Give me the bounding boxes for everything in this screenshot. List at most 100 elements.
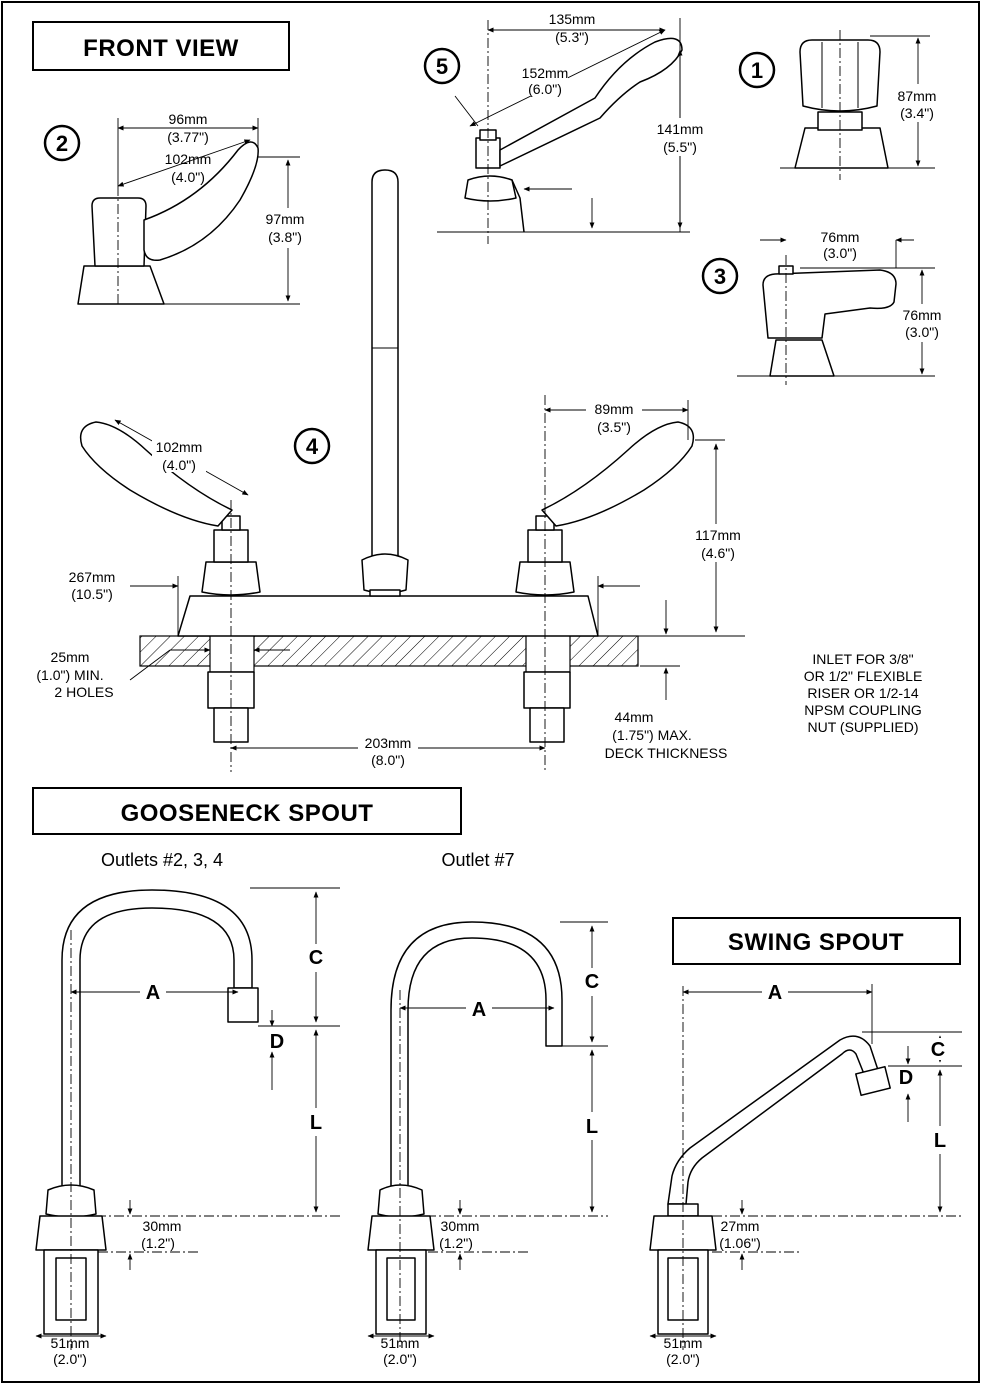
gooseneck-b-width-mm: 51mm — [381, 1335, 420, 1351]
gooseneck-a-outlet — [227, 987, 259, 1023]
inlet-note-line-5: NUT (SUPPLIED) — [808, 719, 919, 735]
inlet-note-line-4: NPSM COUPLING — [804, 702, 921, 718]
swing-spout-dim-a: A — [768, 982, 782, 1004]
deck-thickness-mm: 44mm — [615, 709, 654, 725]
handle-5-reach-mm: 152mm — [522, 65, 569, 81]
handle-2-height-mm: 97mm — [266, 211, 305, 227]
gooseneck-a-tube — [61, 889, 253, 1187]
faucet-handle-width-mm: 89mm — [595, 401, 634, 417]
handle-5-height-in: (5.5") — [663, 139, 697, 155]
inlet-note-line-3: RISER OR 1/2-14 — [807, 685, 918, 701]
swing-spout-dim-l: L — [934, 1130, 946, 1152]
handle-2-number-badge — [43, 124, 81, 162]
handle-3-width-mm: 76mm — [821, 229, 860, 245]
handle-4-reach-mm: 102mm — [156, 439, 203, 455]
handle-centers-mm: 203mm — [365, 735, 412, 751]
handle-5-reach-in: (6.0") — [528, 81, 562, 97]
gooseneck-a-width-in: (2.0") — [53, 1351, 87, 1367]
handle-2-cap — [91, 197, 147, 267]
gooseneck-b-dim-l: L — [586, 1116, 598, 1138]
gooseneck-a-caption: Outlets #2, 3, 4 — [101, 850, 223, 870]
gooseneck-outlets-2-3-4: Outlets #2, 3, 4 A C L D 30mm (1.2") 51m… — [35, 850, 340, 1367]
handle-4-number: 4 — [306, 434, 319, 459]
gooseneck-b-base — [367, 1215, 435, 1251]
swing-spout-title-box: SWING SPOUT — [672, 917, 961, 965]
deck-thickness-note: DECK THICKNESS — [605, 745, 728, 761]
swing-spout-drawing: A C L D 27mm (1.06") 51mm (2.0") — [649, 980, 962, 1367]
gooseneck-a-dim-c: C — [309, 947, 323, 969]
right-shank — [523, 671, 571, 709]
faucet-spout — [371, 169, 399, 561]
handle-1-height-mm: 87mm — [898, 88, 937, 104]
handle-2-width-mm: 96mm — [169, 111, 208, 127]
gooseneck-b-base-in: (1.2") — [439, 1235, 473, 1251]
handle-3-base — [769, 339, 835, 377]
gooseneck-b-dim-c: C — [585, 971, 599, 993]
handle-3-detail: 3 76mm (3.0") 76mm (3.0") — [701, 229, 949, 385]
gooseneck-b-caption: Outlet #7 — [441, 850, 514, 870]
gooseneck-spout-title: GOOSENECK SPOUT — [121, 800, 374, 827]
handle-1-number-badge — [738, 51, 776, 89]
handle-1-height-in: (3.4") — [900, 105, 934, 121]
handle-3-height-mm: 76mm — [903, 307, 942, 323]
handle-3-number-badge — [701, 257, 739, 295]
spout-nut — [361, 553, 409, 594]
swing-spout-width-mm: 51mm — [664, 1335, 703, 1351]
gooseneck-b-base-mm: 30mm — [441, 1218, 480, 1234]
swing-spout-base-mm: 27mm — [721, 1218, 760, 1234]
handle-2-width-in: (3.77") — [167, 129, 209, 145]
gooseneck-b-width-in: (2.0") — [383, 1351, 417, 1367]
deck-thickness-in: (1.75") MAX. — [612, 727, 692, 743]
hole-count: 2 HOLES — [54, 684, 113, 700]
front-view-title: FRONT VIEW — [83, 35, 239, 62]
handle-3-height-in: (3.0") — [905, 324, 939, 340]
handle-4-number-badge — [293, 427, 331, 465]
handle-5-width-mm: 135mm — [549, 11, 596, 27]
swing-spout-tube — [667, 1035, 879, 1205]
gooseneck-b-dim-a: A — [472, 999, 486, 1021]
faucet-handle-width-in: (3.5") — [597, 419, 631, 435]
handle-2-detail: 2 96mm (3.77") 102mm (4.0") 97mm (3.8") — [43, 111, 312, 305]
faucet-front-view: 4 102mm (4.0") — [36, 169, 748, 772]
inlet-note-line-2: OR 1/2" FLEXIBLE — [804, 668, 923, 684]
gooseneck-spout-title-box: GOOSENECK SPOUT — [32, 787, 462, 835]
faucet-body — [177, 595, 599, 637]
gooseneck-a-dim-a: A — [146, 982, 160, 1004]
gooseneck-b-nut — [377, 1184, 425, 1218]
handle-2-reach-in: (4.0") — [171, 169, 205, 185]
handle-3-lever — [762, 269, 897, 339]
swing-spout-outlet — [855, 1065, 891, 1097]
gooseneck-a-dim-l: L — [310, 1112, 322, 1134]
faucet-handle-height-in: (4.6") — [701, 545, 735, 561]
handle-2-base — [77, 265, 165, 305]
faucet-body-width-in: (10.5") — [71, 586, 113, 602]
hole-size-in: (1.0") MIN. — [36, 667, 103, 683]
handle-2-height-in: (3.8") — [268, 229, 302, 245]
swing-spout-dim-d: D — [899, 1067, 913, 1089]
inlet-note: INLET FOR 3/8" OR 1/2" FLEXIBLE RISER OR… — [804, 651, 923, 735]
gooseneck-b-tube — [390, 921, 563, 1187]
gooseneck-a-base-mm: 30mm — [143, 1218, 182, 1234]
handle-2-reach-mm: 102mm — [165, 151, 212, 167]
swing-spout-title: SWING SPOUT — [728, 929, 904, 956]
handle-1-base — [794, 127, 889, 169]
swing-spout-base-in: (1.06") — [719, 1235, 761, 1251]
handle-5-height-mm: 141mm — [657, 121, 704, 137]
handle-3-number: 3 — [714, 264, 726, 289]
right-handle-lever — [541, 421, 695, 527]
gooseneck-a-base-in: (1.2") — [141, 1235, 175, 1251]
faucet-handle-height-mm: 117mm — [695, 527, 741, 543]
gooseneck-a-dim-d: D — [270, 1031, 284, 1053]
inlet-note-line-1: INLET FOR 3/8" — [812, 651, 913, 667]
swing-spout-width-in: (2.0") — [666, 1351, 700, 1367]
handle-centers-in: (8.0") — [371, 752, 405, 768]
gooseneck-outlet-7: Outlet #7 A C L 30mm (1.2") 51mm (2.0") — [367, 850, 608, 1367]
handle-4-reach-in: (4.0") — [162, 457, 196, 473]
handle-5-number: 5 — [436, 54, 448, 79]
swing-spout-dim-c: C — [931, 1039, 945, 1061]
handle-5-detail: 5 135mm (5.3") 152mm (6.0") 141mm (5.5") — [423, 11, 705, 244]
handle-1-number: 1 — [751, 58, 763, 83]
handle-5-number-badge — [423, 47, 461, 85]
